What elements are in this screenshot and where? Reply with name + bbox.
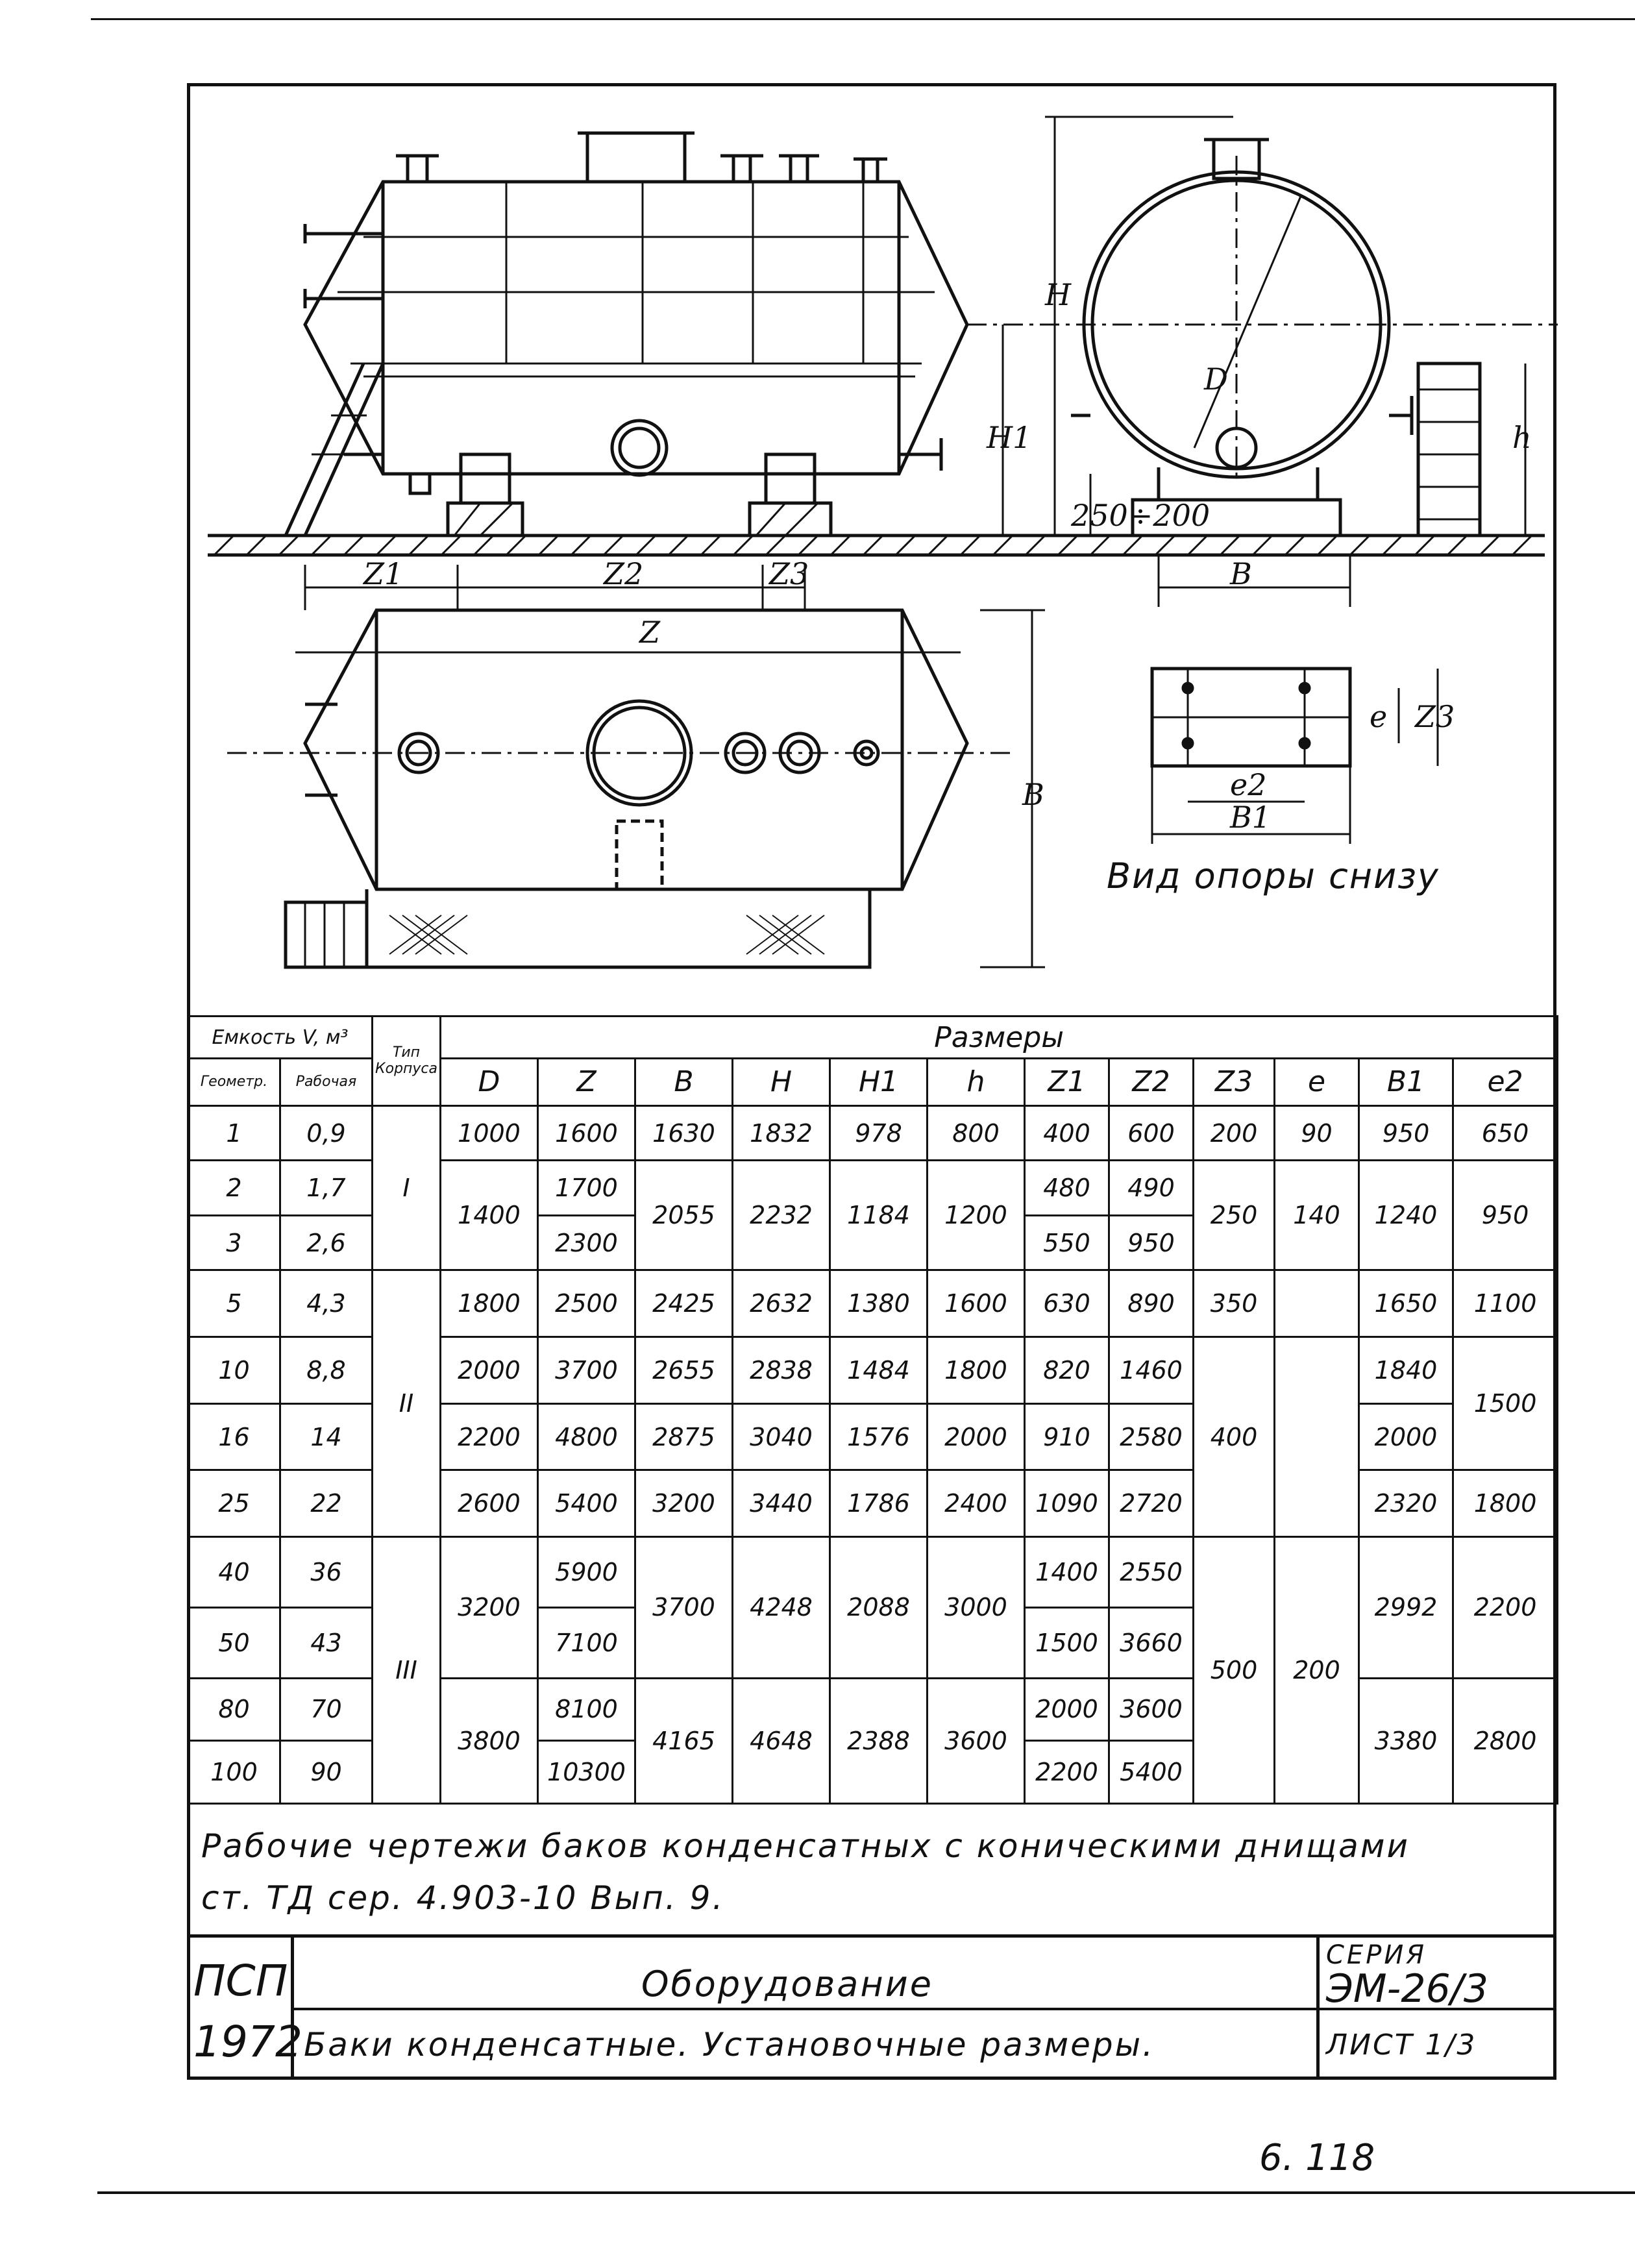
type-III: III: [371, 1536, 441, 1805]
series-value: ЭМ-26/3: [1326, 1966, 1489, 2012]
col-L1: Z1: [1024, 1057, 1110, 1107]
label-B1: B1: [1229, 800, 1271, 835]
header-capacity: Емкость V, м³: [187, 1015, 373, 1060]
support-view-caption: Вид опоры снизу: [1107, 856, 1440, 896]
subject-title: Баки конденсатные. Установочные размеры.: [304, 2026, 1155, 2064]
note-line-1: Рабочие чертежи баков конденсатных с кон…: [201, 1827, 1410, 1865]
label-L1: Z1: [362, 556, 403, 591]
col-H1: H1: [829, 1057, 928, 1107]
label-l: e: [1370, 699, 1387, 734]
series-label: СЕРИЯ: [1326, 1940, 1427, 1970]
label-L3: Z3: [768, 556, 809, 591]
label-D: D: [1203, 362, 1228, 397]
label-H1: H1: [986, 420, 1031, 455]
label-B-plan: B: [1022, 777, 1044, 812]
col-e: e: [1273, 1057, 1360, 1107]
label-L: Z: [638, 615, 661, 650]
label-h: h: [1512, 420, 1532, 455]
sheet-top-line: [91, 18, 1635, 20]
label-B-end: B: [1229, 556, 1252, 591]
col-B: B: [634, 1057, 733, 1107]
title-block: ПСП 1972 Оборудование Баки конденсатные.…: [187, 1934, 1556, 2083]
header-work: Рабочая: [279, 1057, 373, 1107]
label-L3-support: Z3: [1414, 699, 1455, 734]
page-number: 6. 118: [1259, 2137, 1375, 2179]
org-label: ПСП: [193, 1956, 288, 2006]
label-H: H: [1044, 277, 1072, 312]
section-title: Оборудование: [641, 1964, 933, 2004]
label-l2: e2: [1230, 767, 1267, 802]
col-L2: Z2: [1108, 1057, 1194, 1107]
label-support-height: 250÷200: [1070, 498, 1210, 533]
col-e2: e2: [1451, 1057, 1559, 1107]
header-dimensions: Размеры: [439, 1015, 1559, 1060]
col-D: D: [439, 1057, 539, 1107]
col-B1: B1: [1358, 1057, 1454, 1107]
year-label: 1972: [193, 2017, 302, 2067]
label-L2: Z2: [602, 556, 643, 591]
sheet-bottom-line: [97, 2191, 1635, 2194]
col-H: H: [731, 1057, 831, 1107]
col-h: h: [926, 1057, 1026, 1107]
tank-drawing: H H1 h D 250÷200 Z1 Z2 Z3 B Z B e Z3 e2 …: [208, 116, 1558, 969]
header-geom: Геометр.: [187, 1057, 281, 1107]
col-L: Z: [537, 1057, 636, 1107]
col-L3: Z3: [1192, 1057, 1275, 1107]
note-line-2: ст. ТД сер. 4.903-10 Вып. 9.: [201, 1879, 725, 1917]
type-I: I: [371, 1104, 441, 1272]
sheet-label: ЛИСТ 1/3: [1326, 2028, 1477, 2062]
type-II: II: [371, 1269, 441, 1538]
